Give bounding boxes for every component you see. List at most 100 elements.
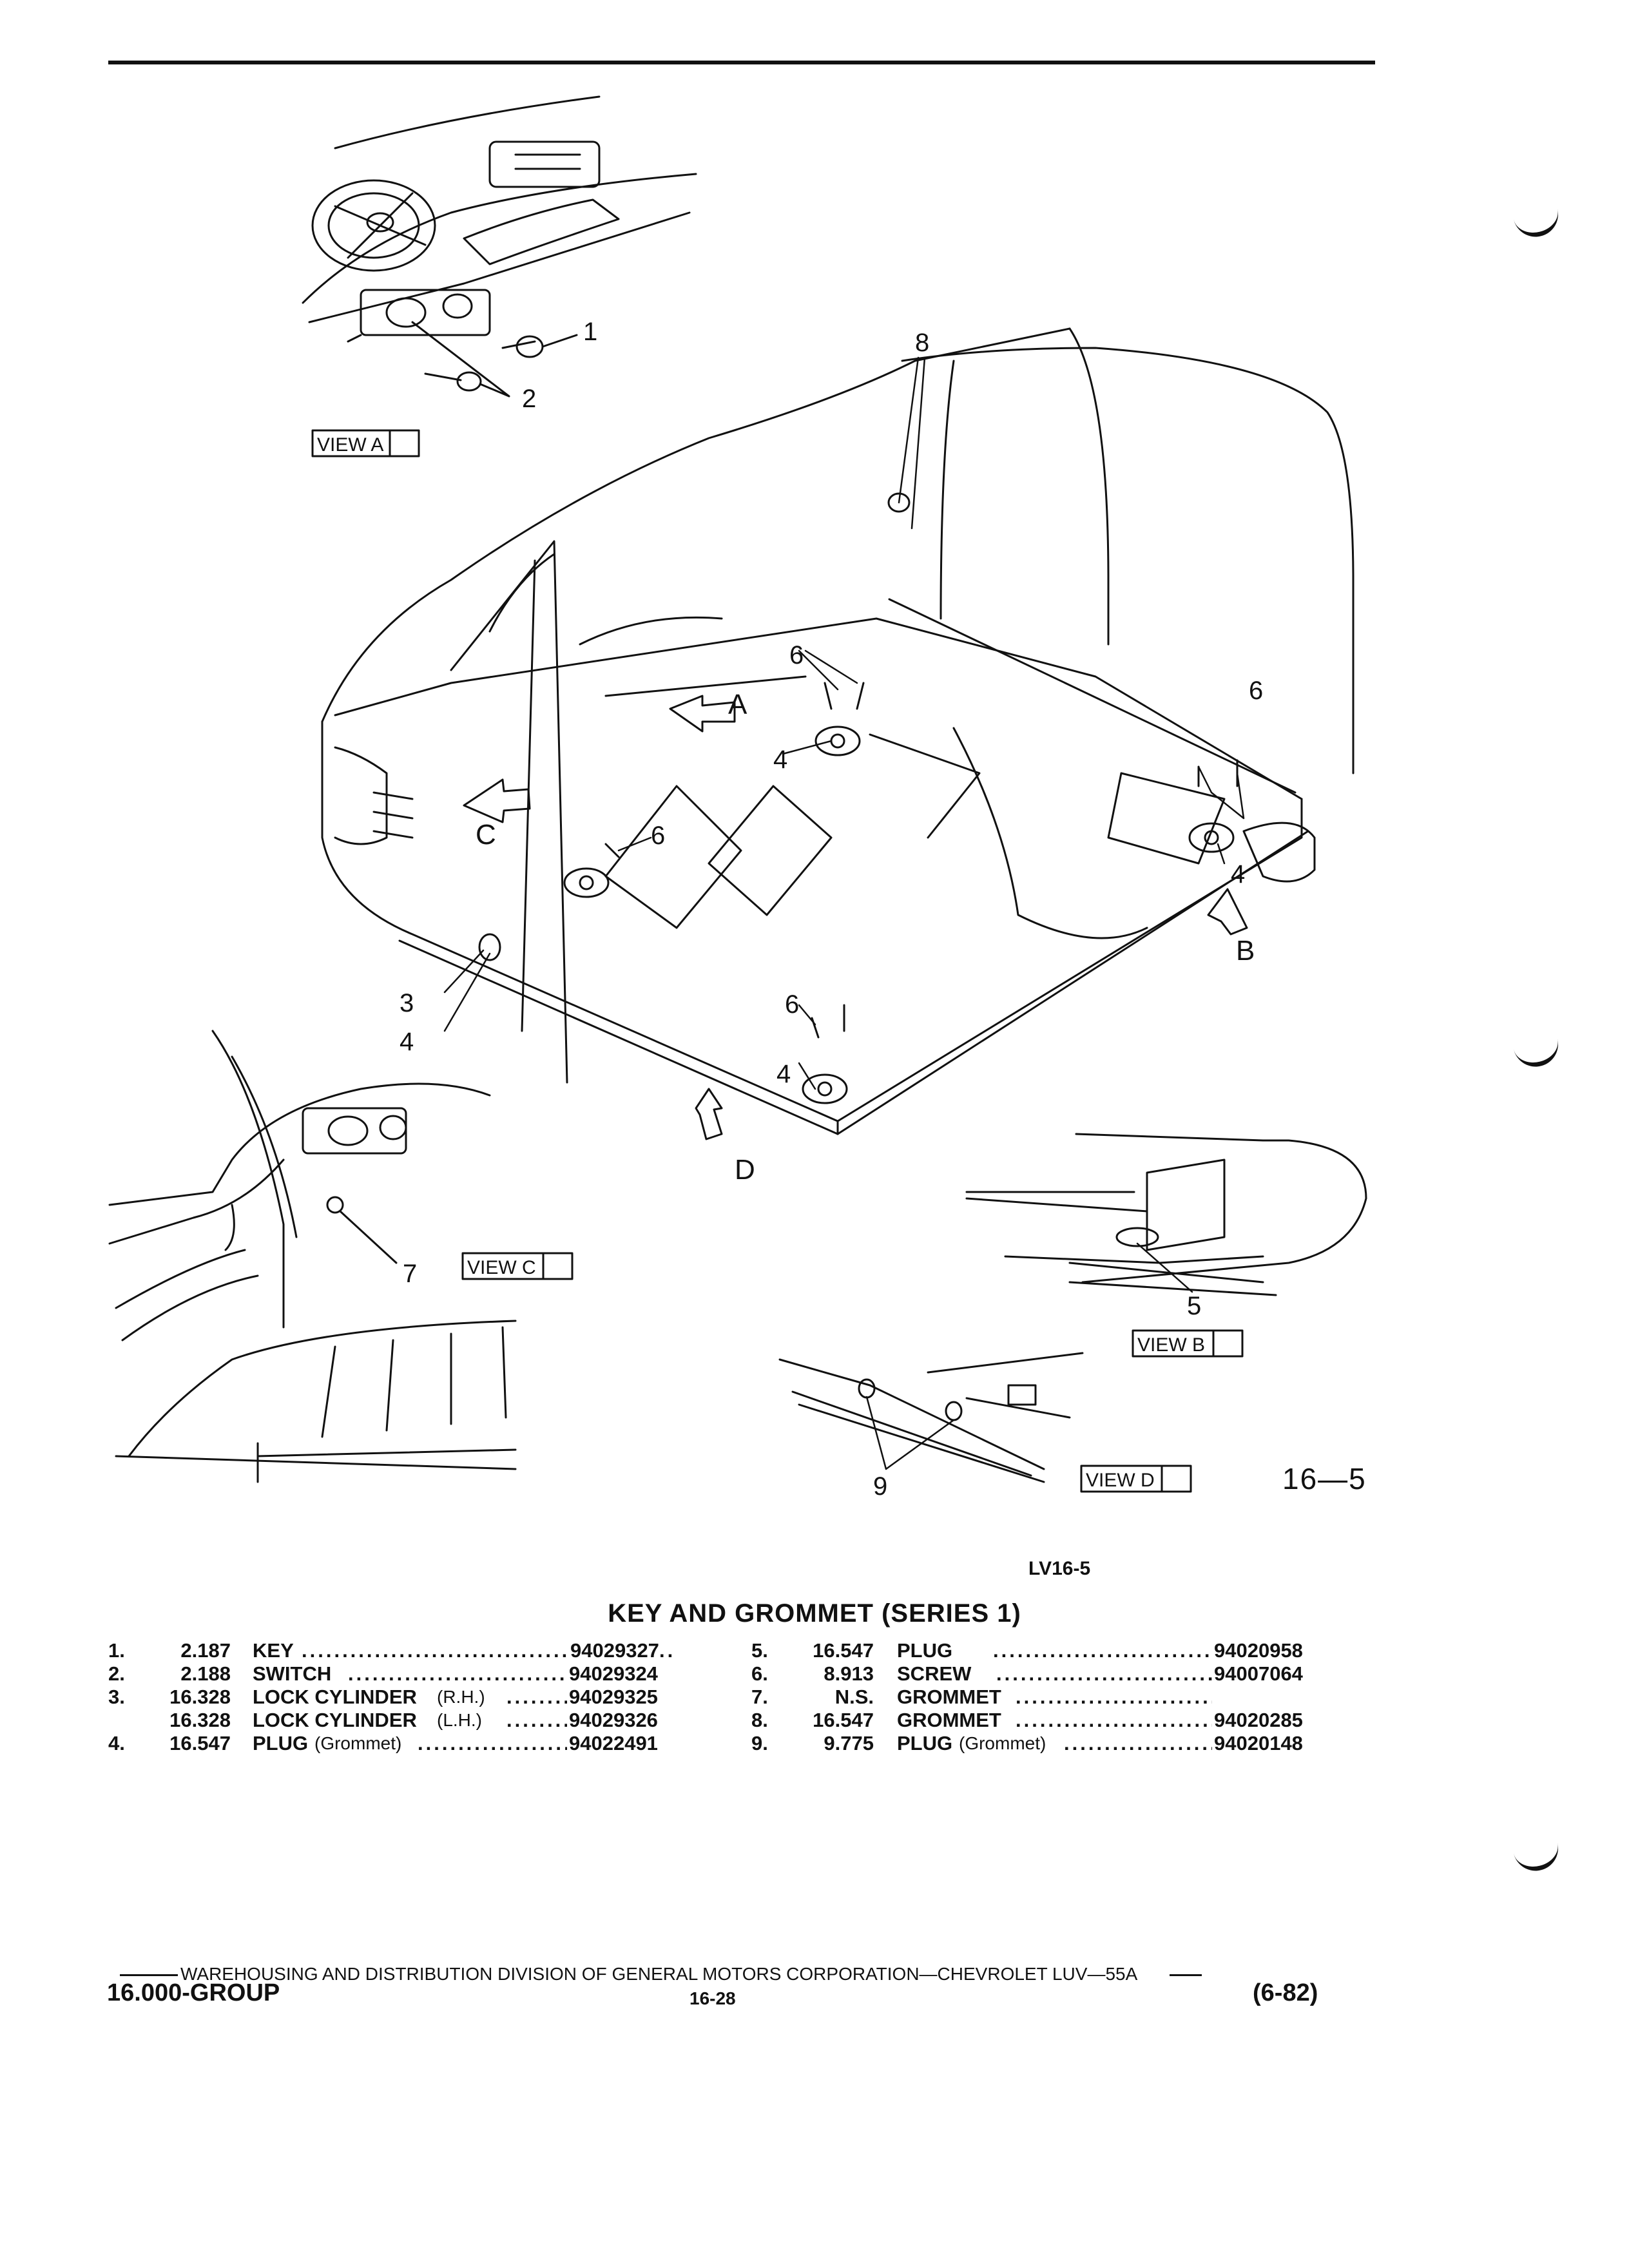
group-code: 16.547 [813,1639,874,1662]
callout-9: 9 [873,1472,887,1501]
grommet-plate-4c [802,1073,848,1104]
callout-3: 3 [400,989,414,1017]
part-number: 94029324 [569,1662,658,1685]
arrow-b-icon [1207,888,1248,936]
leader-dots: ............ [506,1686,567,1708]
parts-row: 8. 16.547 GROMMET ......................… [751,1709,1396,1732]
view-c-door-illustration [108,1030,517,1483]
callout-6-left: 6 [651,822,665,850]
arrow-d-icon [695,1088,723,1140]
parts-row: 16.328 LOCK CYLINDER (L.H.) ............… [108,1709,753,1732]
group-code: 2.187 [180,1639,231,1662]
part-name: PLUG [897,1732,953,1754]
footer-group: 16.000-GROUP [107,1979,280,2006]
footer-rule [1170,1974,1202,1977]
item-number: 4. [108,1732,125,1754]
part-number: 94029325 [569,1686,658,1708]
part-number: 94020958 [1214,1639,1303,1662]
part-qualifier: (R.H.) [437,1687,485,1707]
parts-row: 1. 2.187 KEY ...........................… [108,1639,753,1662]
view-d-rail-illustration [778,1352,1084,1483]
item-number: 8. [751,1709,768,1731]
item-number: 5. [751,1639,768,1662]
item-number: 9. [751,1732,768,1754]
leader-dots: .............................. [1064,1732,1212,1754]
view-b-text: VIEW B [1137,1334,1205,1356]
view-c-label [461,1252,574,1280]
direction-d: D [735,1154,755,1186]
binder-hole-mark [1513,1841,1563,1876]
part-qualifier: (Grommet) [959,1733,1046,1753]
leader-dots: .............................. [418,1732,567,1754]
top-rule [108,61,1375,64]
leader-dots: ............ [506,1709,567,1731]
grommet-8 [887,492,911,513]
screws-6 [604,682,1239,1039]
parts-list-left-column: 1. 2.187 KEY ...........................… [108,1639,753,1755]
callout-4-center: 4 [773,745,787,774]
figure-reference: LV16-5 [1028,1558,1091,1579]
callout-2: 2 [522,385,536,413]
part-name: KEY [253,1639,294,1662]
view-a-dashboard-illustration [302,95,697,343]
view-a-text: VIEW A [317,434,383,456]
callout-4-lower: 4 [776,1060,791,1088]
direction-c: C [476,819,496,850]
parts-row: 9. 9.775 PLUG (Grommet) ................… [751,1732,1396,1755]
parts-row: 3. 16.328 LOCK CYLINDER (R.H.) .........… [108,1686,753,1709]
part-name: GROMMET [897,1686,1001,1708]
leader-dots: ........................................… [1016,1709,1212,1731]
callout-6-lower: 6 [785,990,799,1019]
view-a-label [311,429,420,457]
grommet-plate-4a [815,726,861,756]
callout-5: 5 [1187,1292,1201,1320]
parts-row: 6. 8.913 SCREW .........................… [751,1662,1396,1686]
part-number: 94029327 [569,1639,659,1662]
leader-dots: ........................................… [348,1662,567,1685]
parts-list-right-column: 5. 16.547 PLUG .........................… [751,1639,1396,1755]
parts-row: 2. 2.188 SWITCH ........................… [108,1662,753,1686]
key-part-1 [501,334,578,358]
footer-date: (6-82) [1253,1979,1318,2006]
part-qualifier: (L.H.) [437,1710,482,1730]
group-code: 9.775 [824,1732,874,1754]
figure-number: 16—5 [1282,1462,1367,1495]
parts-row: 5. 16.547 PLUG .........................… [751,1639,1396,1662]
callout-6-top: 6 [789,641,804,669]
floor-pan-illustration [321,327,1354,1135]
footer-publisher-line: WAREHOUSING AND DISTRIBUTION DIVISION OF… [120,1964,1202,1984]
part-name: GROMMET [897,1709,1001,1731]
key-part-2 [411,321,510,398]
group-code: 16.328 [169,1709,231,1731]
part-name: LOCK CYLINDER [253,1686,417,1708]
group-code: 16.328 [169,1686,231,1708]
arrow-a-icon [669,695,736,733]
callout-4-right: 4 [1231,860,1245,889]
part-number: 94007064 [1214,1662,1303,1685]
view-d-label [1080,1465,1192,1493]
part-qualifier: (Grommet) [314,1733,402,1753]
footer-publisher-text: WAREHOUSING AND DISTRIBUTION DIVISION OF… [180,1964,1138,1984]
part-number: 94020148 [1214,1732,1303,1754]
leader-lines [443,356,1245,1090]
part-name: PLUG [253,1732,309,1754]
footer-rule [120,1974,178,1977]
arrow-c-icon [463,778,531,823]
callout-7: 7 [403,1260,417,1288]
leader-dots: ........................................… [993,1639,1212,1662]
group-code: 2.188 [180,1662,231,1685]
callout-6-right: 6 [1249,677,1263,705]
part-number: 94029326 [569,1709,658,1731]
view-b-label [1132,1329,1244,1358]
direction-b: B [1236,935,1255,966]
part-number: 94020285 [1214,1709,1303,1731]
part-number: 94022491 [569,1732,658,1754]
group-code: 16.547 [169,1732,231,1754]
callout-4-left: 4 [400,1028,414,1056]
group-code: 16.547 [813,1709,874,1731]
part-name: PLUG [897,1639,953,1662]
group-code: 8.913 [824,1662,874,1685]
direction-a: A [728,689,747,720]
view-c-text: VIEW C [467,1257,536,1278]
callout-8: 8 [915,329,929,357]
